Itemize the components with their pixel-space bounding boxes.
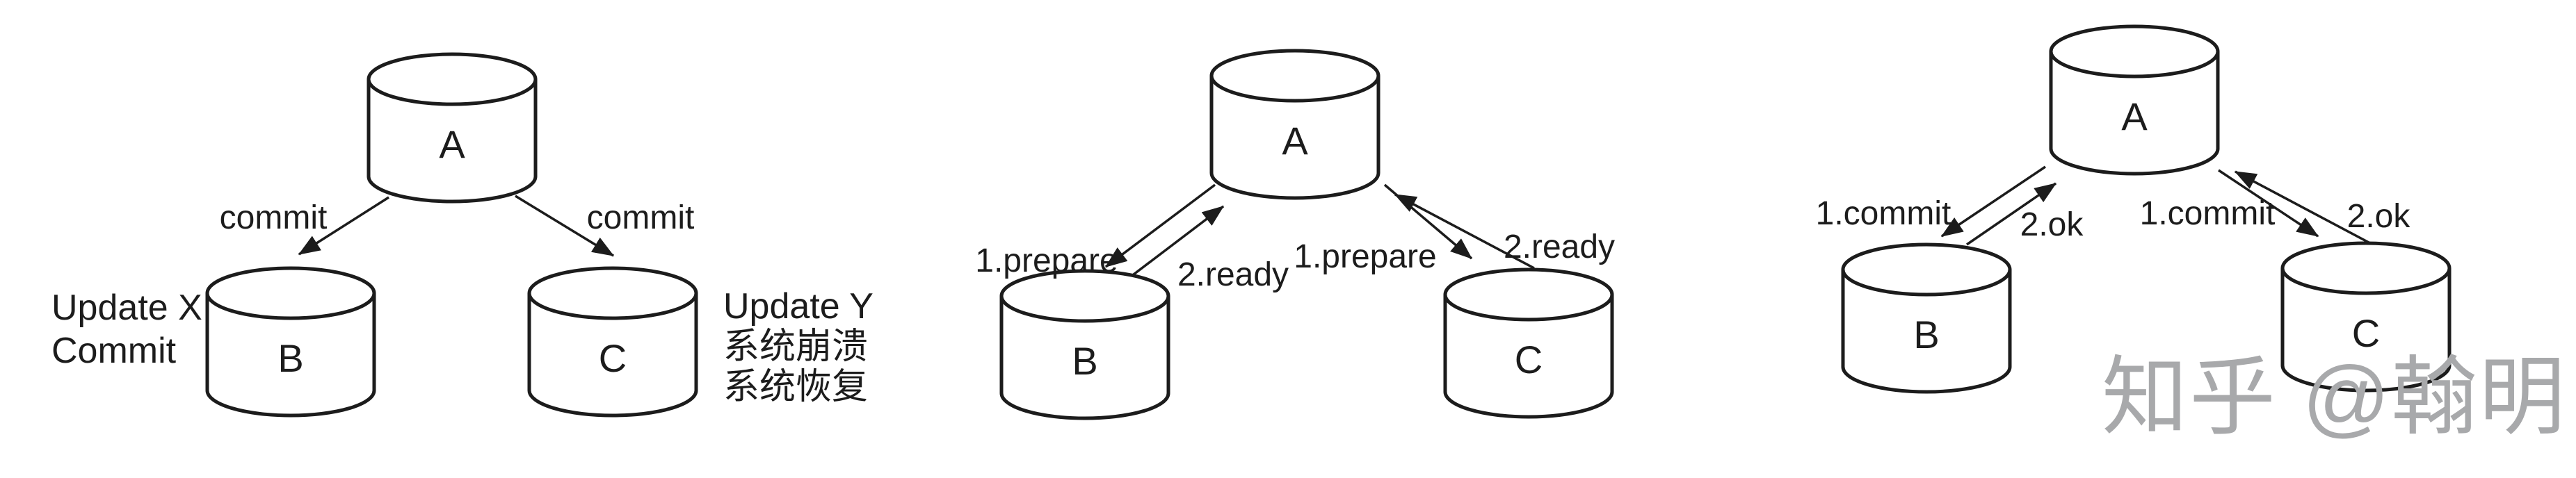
- node-label-c: C: [2351, 311, 2381, 355]
- node-label-a: A: [1282, 119, 1308, 163]
- diagram-prepare-phase-shapes: [999, 49, 1614, 420]
- node-label-b: B: [277, 336, 304, 380]
- node-label-b: B: [1072, 339, 1098, 383]
- arrow-ok-b-to-a: [1966, 182, 2057, 246]
- edge-label-ready-left: 2.ready: [1177, 256, 1289, 293]
- node-label-a: A: [439, 122, 465, 166]
- note-update-x: Update X Commit: [51, 286, 202, 372]
- note-update-y: Update Y 系统崩溃 系统恢复: [723, 286, 874, 407]
- edge-label-prepare-left: 1.prepare: [975, 242, 1118, 279]
- edge-label-commit-left: 1.commit: [1815, 195, 1951, 232]
- database-cylinder-a: [1209, 49, 1380, 200]
- arrow-commit-a-to-c: [515, 195, 615, 257]
- database-cylinder-b: [205, 266, 376, 418]
- zhihu-watermark: 知乎 @翰明: [2102, 349, 2567, 445]
- note-line: 系统崩溃: [723, 327, 869, 367]
- node-label-c: C: [1514, 338, 1543, 381]
- note-line: Update X: [51, 288, 202, 328]
- database-cylinder-c: [527, 266, 698, 418]
- edge-label-ok-left: 2.ok: [2020, 206, 2084, 243]
- database-cylinder-c: [1443, 267, 1614, 419]
- edge-label-ok-right: 2.ok: [2346, 198, 2410, 235]
- arrow-prepare-a-to-b: [1104, 183, 1216, 268]
- note-line: Update Y: [723, 286, 874, 327]
- database-cylinder-b: [999, 269, 1170, 420]
- database-cylinder-c: [2280, 241, 2452, 393]
- arrow-ready-c-to-a: [1394, 193, 1535, 270]
- arrow-commit-a-to-b: [298, 196, 389, 256]
- database-cylinder-a: [2049, 24, 2220, 176]
- edge-label-ready-right: 2.ready: [1503, 229, 1616, 265]
- note-line: 系统恢复: [723, 367, 869, 407]
- edge-label-commit-right: 1.commit: [2139, 195, 2276, 232]
- arrow-commit-a-to-b: [1940, 165, 2046, 238]
- diagram-commit-phase-shapes: [1841, 24, 2452, 394]
- database-cylinder-a: [367, 52, 538, 204]
- note-line: Commit: [51, 331, 177, 371]
- database-cylinder-b: [1841, 242, 2012, 394]
- node-label-b: B: [1913, 313, 1940, 356]
- diagram-single-commit-shapes: [205, 52, 698, 418]
- arrow-ready-b-to-a: [1129, 205, 1225, 278]
- edge-label-prepare-right: 1.prepare: [1294, 238, 1437, 275]
- edge-label-commit-left: commit: [219, 199, 328, 236]
- arrow-ok-c-to-a: [2234, 170, 2371, 245]
- node-label-c: C: [598, 336, 627, 380]
- edge-label-commit-right: commit: [586, 199, 695, 236]
- node-label-a: A: [2121, 94, 2148, 138]
